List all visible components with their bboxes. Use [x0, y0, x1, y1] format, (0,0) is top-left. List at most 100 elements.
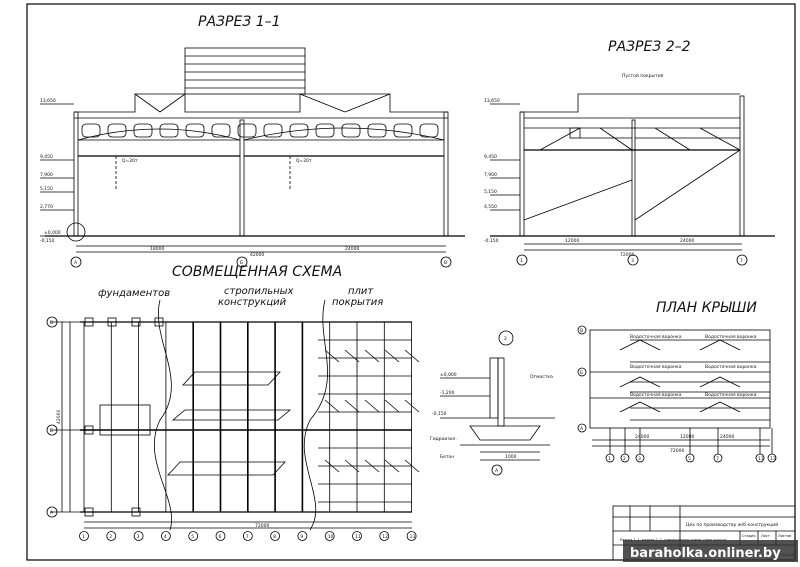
roof-valley-5: Водосточная воронка: [705, 392, 757, 398]
scheme-axis-label: 7: [246, 534, 249, 540]
label-trusses-1: стропильных: [224, 286, 294, 297]
elev-s11-2: 7,900: [40, 172, 53, 178]
dim-s11-right: 24000: [345, 246, 359, 252]
roof-axis-left-0: В: [580, 328, 583, 334]
scheme-axis-circle: [160, 531, 171, 541]
roof-axis-circle: [755, 453, 765, 463]
roof-plan-drawing: 1 2 3 5 7 11 13: [577, 325, 777, 463]
dim-s11-total: 42000: [250, 252, 264, 258]
elev-s22-5: -0,150: [484, 238, 499, 244]
label-slabs-1: плит: [348, 286, 374, 297]
crane-capacity-left: Q=20т: [122, 158, 138, 164]
label-foundations: фундаментов: [98, 288, 170, 299]
label-trusses-2: конструкций: [218, 297, 287, 308]
elev-s22-2: 7,900: [484, 172, 497, 178]
label-slabs-2: покрытия: [332, 297, 383, 308]
dim-s22-total: 72000: [620, 252, 634, 258]
title-block-col-0: Стадия: [742, 534, 755, 538]
scheme-axis-circle: [133, 531, 144, 541]
scheme-axis-label: 6: [219, 534, 222, 540]
scheme-axis-label: 1: [82, 534, 85, 540]
elev-s11-4: 2,770: [40, 204, 53, 210]
combined-scheme-drawing: [46, 299, 420, 531]
roof-dim-2: 12000: [680, 434, 694, 440]
sheet-frame: [26, 3, 796, 561]
scheme-axis-label: 5: [191, 534, 194, 540]
section-2-2-drawing: [490, 93, 775, 266]
node-2-dim-0: -0,150: [432, 411, 447, 417]
scheme-axis-circle: [352, 531, 362, 541]
scheme-axis-circle: [379, 531, 390, 541]
axis-scheme-v: В: [50, 320, 53, 326]
roof-axis-label: 5: [688, 456, 691, 462]
scheme-axis-label: 12: [382, 534, 388, 540]
title-block-col-2: Листов: [778, 534, 791, 538]
node-2-note-0: Отмостка: [530, 374, 553, 380]
node-2-dim-1: 1000: [505, 454, 517, 460]
dim-scheme-left: 42000: [56, 410, 62, 424]
scheme-axis-circle: [215, 531, 226, 541]
roof-axis-label: 7: [716, 456, 719, 462]
roof-axis-circle: [713, 453, 723, 463]
scheme-axis-label: 9: [300, 534, 303, 540]
node-2-note-2: Бетон: [440, 454, 454, 460]
scheme-axis-label: 10: [328, 534, 334, 540]
scheme-axis-circle: [324, 531, 335, 541]
roof-axis-circle: [685, 453, 695, 463]
dim-s11-left: 18000: [150, 246, 164, 252]
roof-axis-left-1: Б: [580, 370, 583, 376]
elev-s22-4: 4,550: [484, 204, 497, 210]
title-block-col-1: Лист: [761, 534, 770, 538]
note-s22: Пустой покрытия: [622, 72, 664, 79]
title-block-project: Цех по производству ж/б конструкций: [686, 521, 778, 528]
elev-s22-1: 9,450: [484, 154, 497, 160]
scheme-axis-label: 13: [410, 534, 416, 540]
title-combined-scheme: СОВМЕЩЕННАЯ СХЕМА: [172, 264, 342, 280]
roof-axis-label: 3: [638, 456, 641, 462]
axis-s22-7: 7: [740, 258, 743, 264]
roof-axis-label: 11: [758, 456, 764, 462]
scheme-axis-label: 3: [137, 534, 140, 540]
scheme-axis-label: 8: [273, 534, 276, 540]
scheme-axis-circle: [297, 531, 308, 541]
node-2-axis: А: [495, 468, 499, 474]
axis-s22-1: 1: [520, 258, 523, 264]
watermark-bg: [623, 540, 798, 562]
roof-axis-circle: [767, 453, 777, 463]
elev-s11-6: -0,150: [40, 238, 55, 244]
node-2-label: 2: [504, 336, 507, 342]
elev-s11-3: 5,150: [40, 186, 53, 192]
node-2-drawing: [440, 330, 555, 476]
axis-s22-3: 3: [631, 258, 634, 264]
elev-s22-0: 13,650: [484, 98, 500, 104]
scheme-axis-circle: [270, 531, 281, 541]
watermark: baraholka.onliner.by: [630, 546, 781, 561]
elev-s11-5: ±0,000: [44, 230, 61, 236]
roof-axis-circle: [605, 453, 615, 463]
roof-dim-3: 72000: [670, 448, 684, 454]
roof-axis-label: 13: [770, 456, 776, 462]
roof-valley-0: Водосточная воронка: [630, 334, 682, 340]
title-section-1-1: РАЗРЕЗ 1–1: [198, 14, 281, 30]
roof-axis-circle: [620, 453, 630, 463]
scheme-axis-circle: [79, 531, 89, 541]
scheme-axis-circle: [242, 531, 253, 541]
title-section-2-2: РАЗРЕЗ 2–2: [608, 39, 691, 55]
roof-valley-1: Водосточная воронка: [705, 334, 757, 340]
roof-axis-label: 2: [623, 456, 626, 462]
axis-s11-b: Б: [240, 260, 243, 266]
dim-scheme-bottom: 72000: [255, 523, 269, 529]
elev-s11-1: 9,450: [40, 154, 53, 160]
axis-scheme-a: А: [50, 510, 54, 516]
roof-axis-left-2: А: [580, 426, 584, 432]
roof-valley-4: Водосточная воронка: [630, 392, 682, 398]
roof-axis-label: 1: [608, 456, 611, 462]
node-2-dim-3: -1,200: [440, 390, 455, 396]
roof-valley-3: Водосточная воронка: [705, 364, 757, 370]
roof-dim-1: 24000: [720, 434, 734, 440]
elev-s22-3: 5,150: [484, 189, 497, 195]
roof-dim-0: 24000: [635, 434, 649, 440]
axis-scheme-b: Б: [50, 428, 53, 434]
scheme-axis-circle: [406, 531, 417, 541]
